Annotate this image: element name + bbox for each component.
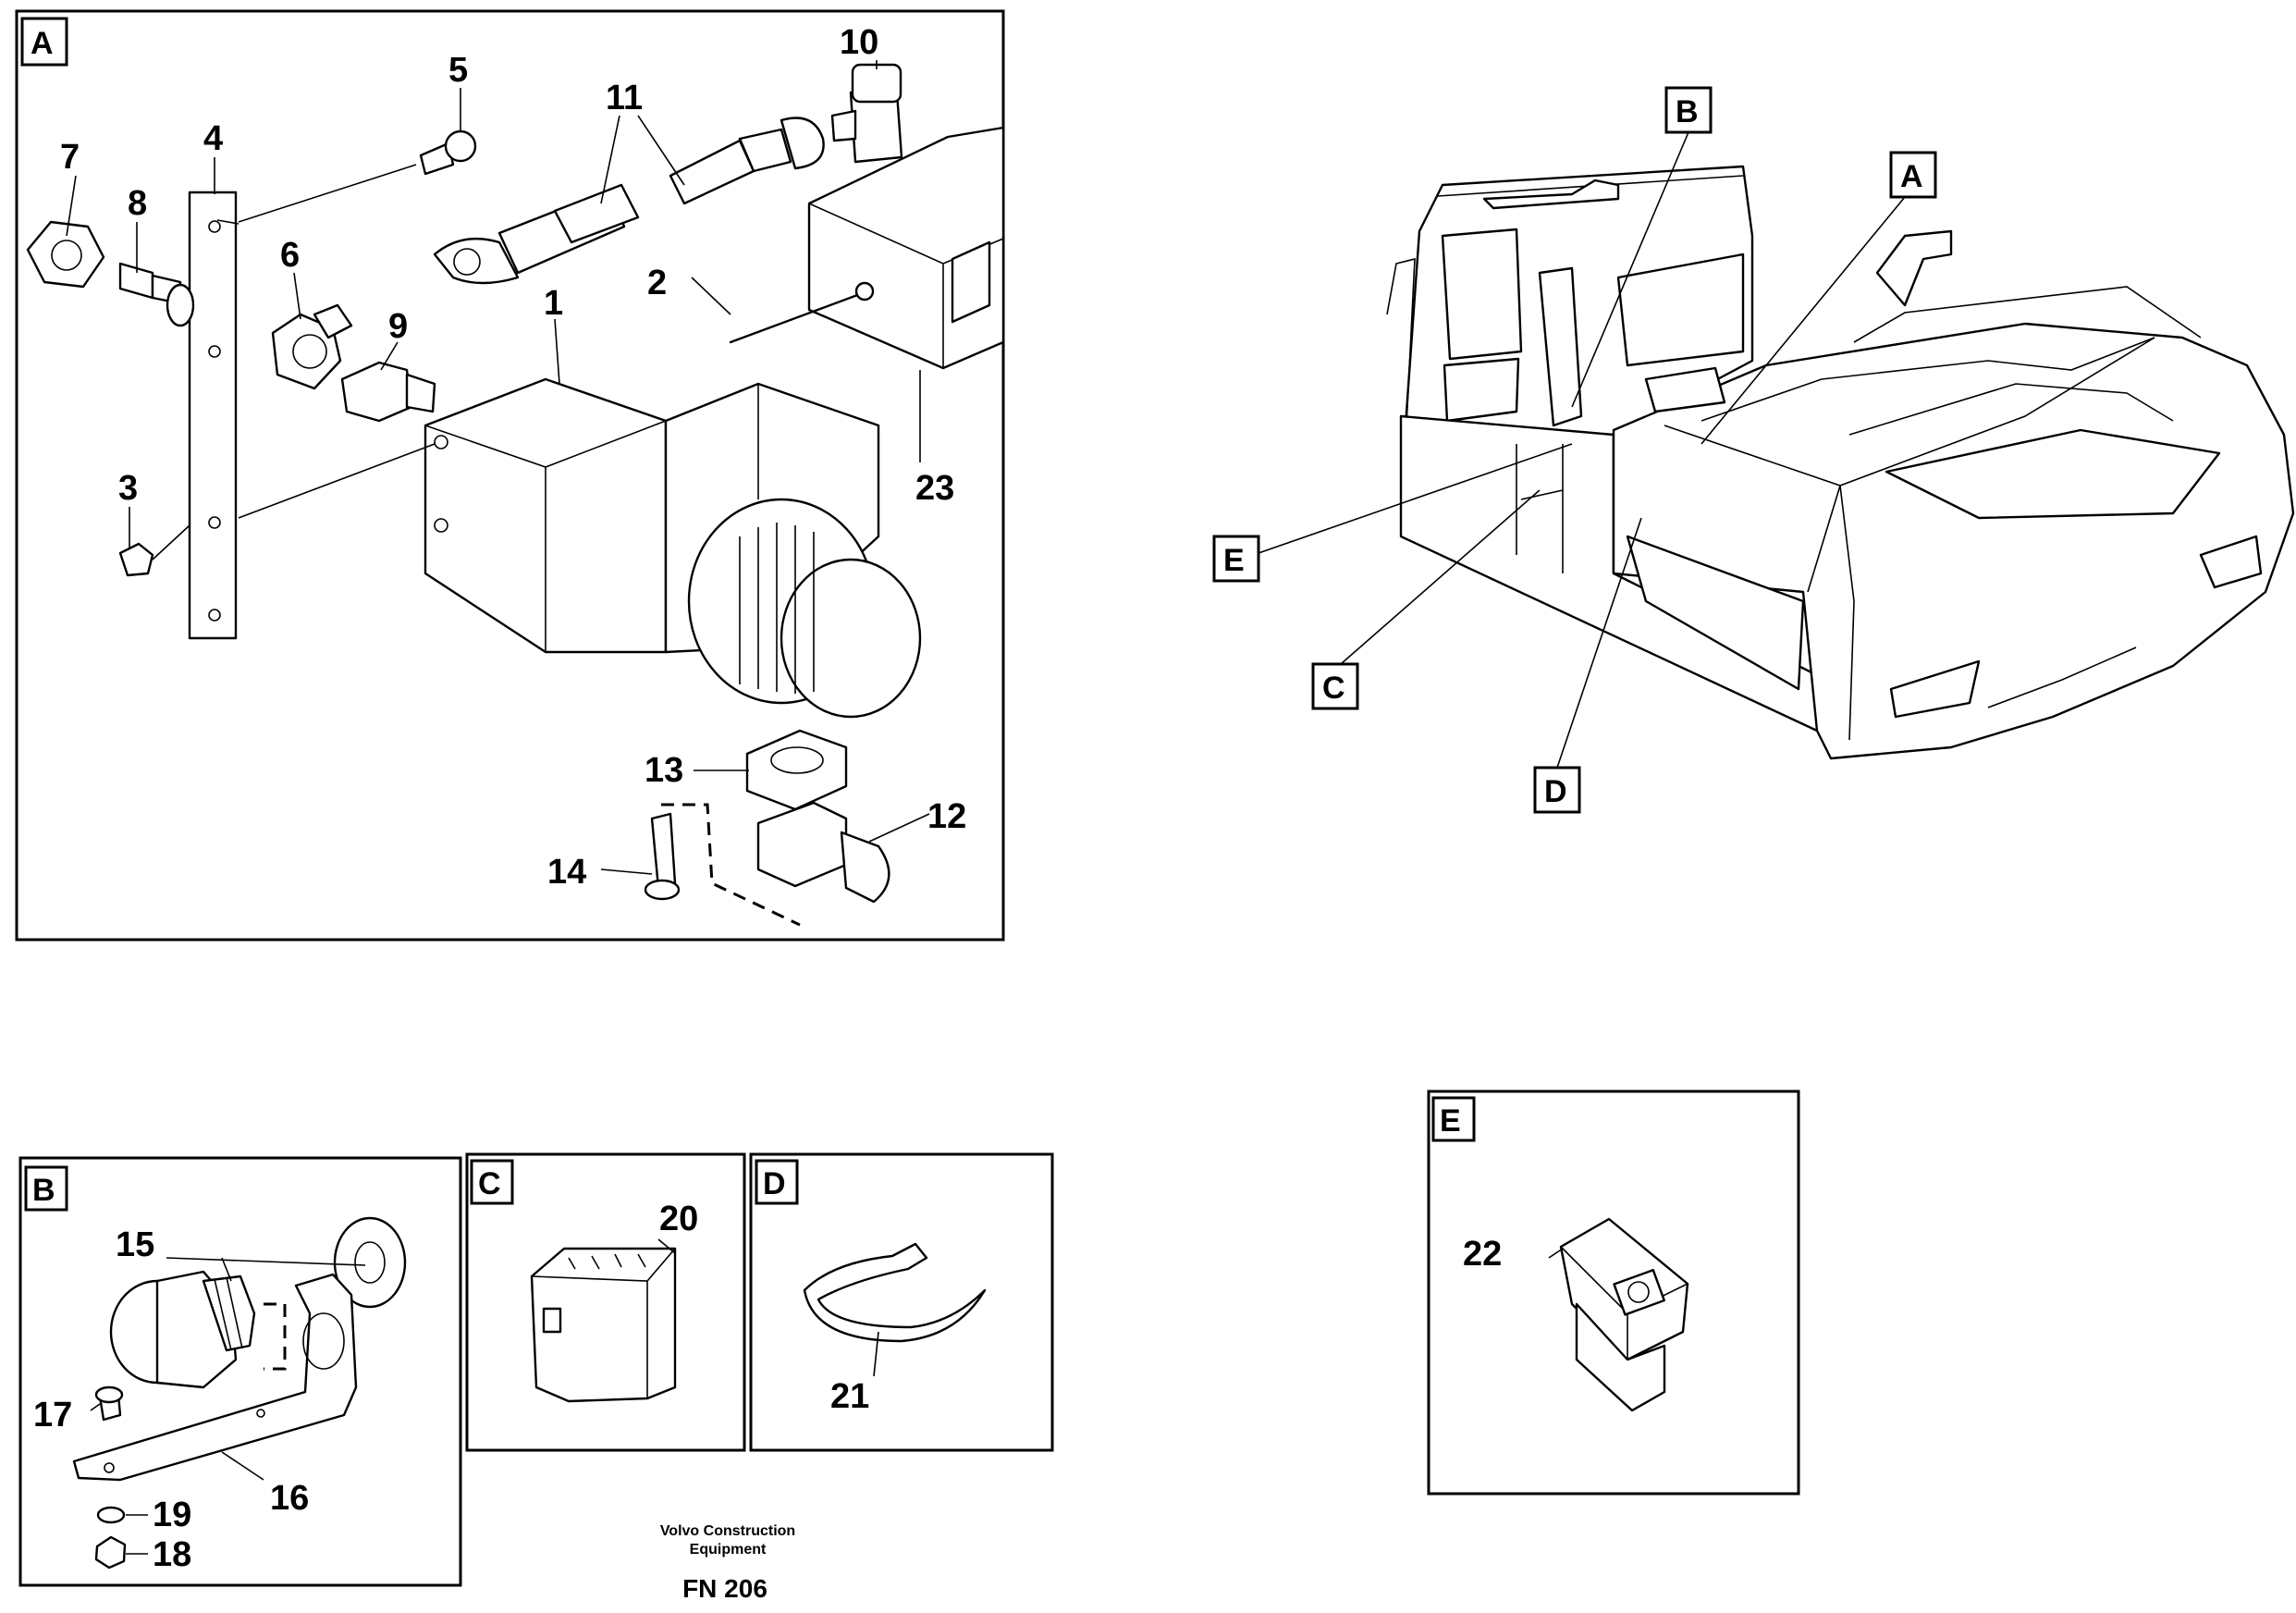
part-number-1: 1 xyxy=(544,284,563,323)
part-number-12: 12 xyxy=(927,797,966,836)
callout-e: E xyxy=(1223,543,1245,578)
part-number-6: 6 xyxy=(280,236,300,275)
part-number-23: 23 xyxy=(915,469,954,508)
part-number-20: 20 xyxy=(659,1200,698,1238)
panel-a-label: A xyxy=(31,26,54,61)
part-number-14: 14 xyxy=(547,853,586,892)
part-number-17: 17 xyxy=(33,1396,72,1434)
panel-e-label: E xyxy=(1440,1103,1461,1139)
part-number-10: 10 xyxy=(840,23,878,62)
figure-code: FN 206 xyxy=(682,1574,767,1603)
company-line-2: Equipment xyxy=(690,1542,767,1558)
company-line-1: Volvo Construction xyxy=(660,1523,795,1539)
part-number-19: 19 xyxy=(153,1496,191,1534)
part-number-4: 4 xyxy=(203,119,223,158)
part-number-3: 3 xyxy=(118,469,138,508)
part-number-7: 7 xyxy=(60,138,80,177)
part-number-11: 11 xyxy=(606,79,643,117)
panel-d-label: D xyxy=(763,1166,786,1201)
part-number-22: 22 xyxy=(1463,1235,1502,1274)
panel-c: C 20 xyxy=(465,1152,746,1452)
part-number-15: 15 xyxy=(116,1225,154,1264)
callout-a: A xyxy=(1900,159,1923,194)
callout-d: D xyxy=(1544,774,1567,809)
panel-a: A xyxy=(15,9,1005,942)
part-number-5: 5 xyxy=(448,51,468,90)
callout-b: B xyxy=(1676,94,1699,129)
part-number-13: 13 xyxy=(645,751,683,790)
part-number-8: 8 xyxy=(128,184,147,223)
panel-d: D 21 xyxy=(749,1152,1054,1452)
part-number-2: 2 xyxy=(647,264,667,302)
callout-c: C xyxy=(1322,671,1345,706)
panel-b-label: B xyxy=(32,1173,55,1208)
panel-e: E 22 xyxy=(1427,1090,1800,1496)
part-number-9: 9 xyxy=(388,307,408,346)
part-number-18: 18 xyxy=(153,1535,191,1574)
part-number-16: 16 xyxy=(270,1479,309,1518)
panel-c-label: C xyxy=(478,1166,501,1201)
machine-overview: B A E C D xyxy=(1212,86,2295,814)
part-number-21: 21 xyxy=(830,1377,869,1416)
footer: Volvo Construction Equipment FN 206 xyxy=(660,1523,795,1603)
panel-b: B 15 17 16 19 18 xyxy=(18,1156,462,1587)
